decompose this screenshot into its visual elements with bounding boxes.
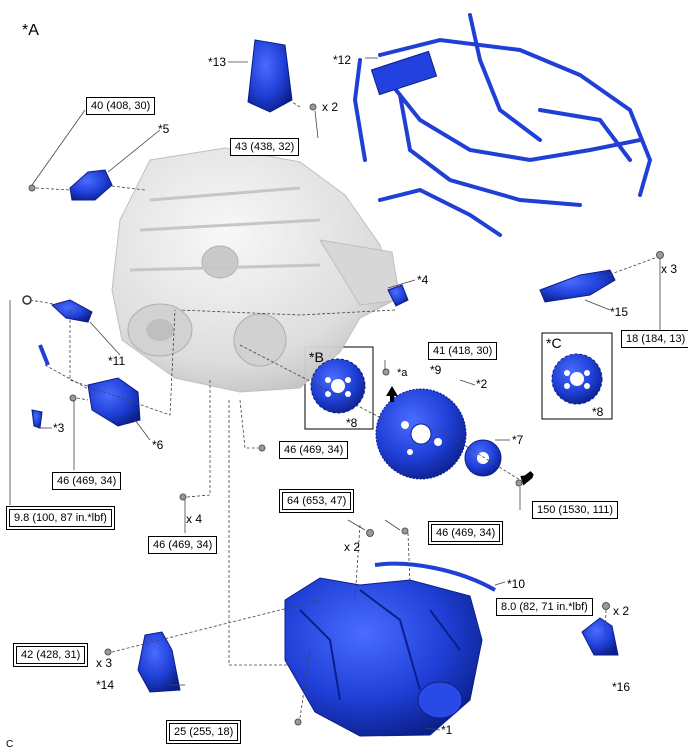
plate-7: [464, 439, 502, 477]
inset-b-title: *B: [309, 349, 324, 365]
bracket-13: [247, 39, 293, 113]
qty-13: x 2: [322, 100, 339, 114]
part-9-label: *9: [430, 363, 442, 377]
harness-connector: [370, 50, 438, 96]
qty-lower46: x 4: [186, 512, 203, 526]
torque-40: 40 (408, 30): [86, 97, 156, 115]
qty-14: x 3: [96, 656, 113, 670]
inset-c-frame: [541, 332, 613, 420]
torque-8-0: 8.0 (82, 71 in.*lbf): [496, 598, 593, 616]
torque-46-lower: 46 (469, 34): [148, 536, 218, 554]
part-11-hose: [38, 344, 50, 366]
part-11-label: *11: [108, 354, 126, 368]
sensor-plate-8-c: [551, 353, 603, 405]
corner-code: C: [6, 739, 14, 750]
part-16-label: *16: [612, 680, 631, 694]
mount-14: [137, 631, 181, 693]
leader-lines: [9, 57, 661, 731]
part-10-label: *10: [507, 577, 526, 591]
part-15-label: *15: [610, 305, 629, 319]
torque-46-left: 46 (469, 34): [52, 472, 122, 490]
bracket-5: [69, 169, 113, 201]
part-4: [387, 284, 409, 307]
part-13-label: *13: [208, 55, 227, 69]
part-5-label: *5: [158, 122, 170, 136]
drive-plate-2: [375, 388, 467, 480]
arrow-a: [386, 386, 398, 402]
torque-46-right: 46 (469, 34): [427, 521, 504, 545]
part-a-label: *a: [397, 367, 408, 379]
view-label: *A: [22, 22, 39, 39]
torque-150: 150 (1530, 111): [532, 501, 619, 519]
part-11: [51, 299, 93, 323]
arrow-150: [520, 471, 534, 486]
part-12-label: *12: [333, 53, 352, 67]
sensor-plate-8-b: [310, 358, 366, 414]
bracket-15: [539, 269, 616, 303]
wire-harness: [352, 13, 653, 237]
part-2-label: *2: [476, 377, 488, 391]
part-3: [31, 409, 43, 429]
torque-25: 25 (255, 18): [165, 720, 242, 744]
torque-46-mid: 46 (469, 34): [279, 441, 349, 459]
part-7-label: *7: [512, 433, 524, 447]
bolts: [22, 103, 664, 726]
bracket-16: [581, 617, 619, 656]
part-4-label: *4: [417, 273, 429, 287]
part-14-label: *14: [96, 678, 115, 692]
part-6-label: *6: [152, 438, 164, 452]
part-1-label: *1: [441, 723, 453, 737]
torque-41: 41 (418, 30): [428, 342, 498, 360]
inset-b-part: *8: [346, 416, 358, 430]
torque-43: 43 (438, 32): [230, 138, 300, 156]
inset-c-part: *8: [592, 405, 604, 419]
engine-block: [111, 147, 401, 393]
qty-64: x 2: [344, 540, 361, 554]
transaxle: [284, 561, 496, 737]
part-3-label: *3: [53, 421, 65, 435]
torque-42: 42 (428, 31): [12, 643, 89, 667]
torque-18: 18 (184, 13): [621, 330, 688, 348]
torque-9-8: 9.8 (100, 87 in.*lbf): [6, 506, 115, 530]
qty-16: x 2: [613, 604, 630, 618]
qty-15: x 3: [661, 262, 678, 276]
torque-64: 64 (653, 47): [278, 489, 355, 513]
starter-6: [87, 377, 141, 427]
inset-c-title: *C: [546, 335, 562, 351]
